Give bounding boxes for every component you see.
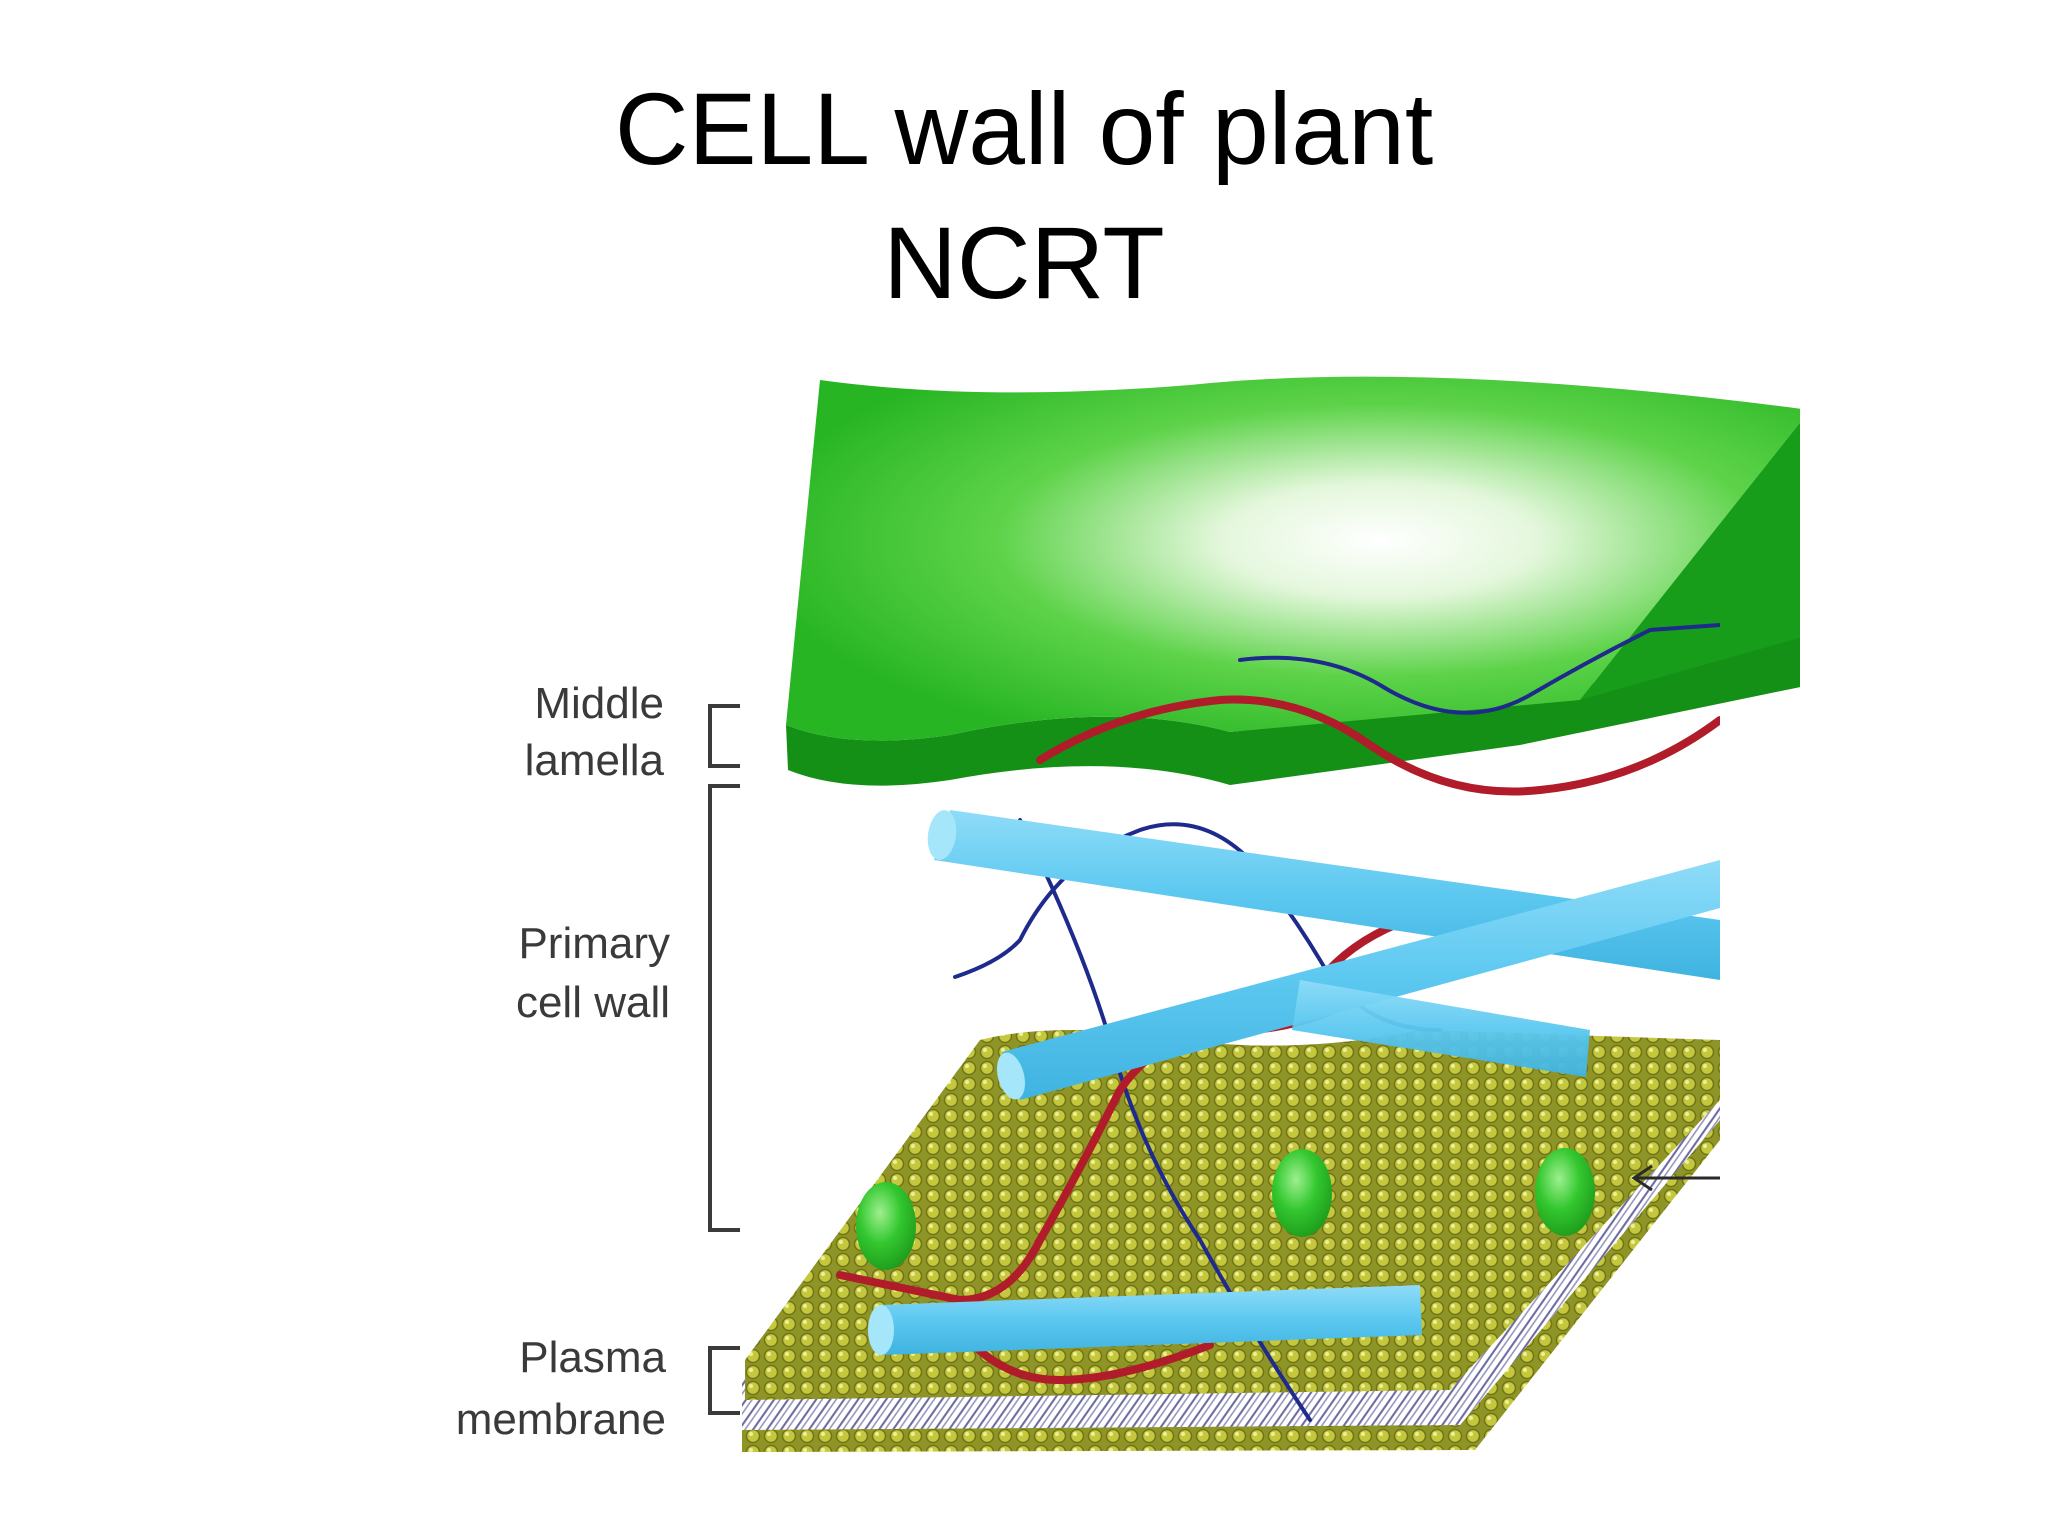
bracket-middle-lamella [708,704,740,768]
bracket-plasma-membrane [708,1346,740,1415]
hemicellulose-strand [1238,623,1720,715]
microfibril-upper-right [996,860,1720,1100]
cell-wall-svg: Middle lamella Primary cell wall Plasma … [456,376,1800,1452]
microfibril-middle [1292,980,1590,1077]
cellulose-microfibrils [868,810,1720,1355]
brackets [708,704,740,1415]
pectin-strand [1036,695,1720,796]
label-middle-lamella-2: lamella [525,736,665,785]
label-plasma-membrane-1: Plasma [519,1333,666,1382]
slide-subtitle: NCRT [883,206,1165,320]
label-middle-lamella-1: Middle [534,679,664,728]
labels: Middle lamella Primary cell wall Plasma … [456,679,670,1444]
label-primary-cell-wall-1: Primary [518,919,670,968]
membrane-protein [1535,1148,1595,1236]
middle-lamella-slab [786,376,1800,786]
lamella-top [786,376,1800,741]
membrane-protein [856,1182,916,1270]
lamella-side [786,637,1800,786]
membrane-protein [1272,1149,1332,1237]
slide-title: CELL wall of plant [614,72,1434,186]
protein-arrow [1631,1164,1720,1192]
microfibril-bottom [868,1285,1422,1355]
label-primary-cell-wall-2: cell wall [516,978,670,1027]
pectin-strand [956,1326,1214,1385]
bracket-primary-cell-wall [708,784,740,1232]
membrane-proteins [856,1148,1595,1270]
cell-wall-diagram: Middle lamella Primary cell wall Plasma … [420,340,1800,1490]
label-plasma-membrane-2: membrane [456,1395,666,1444]
